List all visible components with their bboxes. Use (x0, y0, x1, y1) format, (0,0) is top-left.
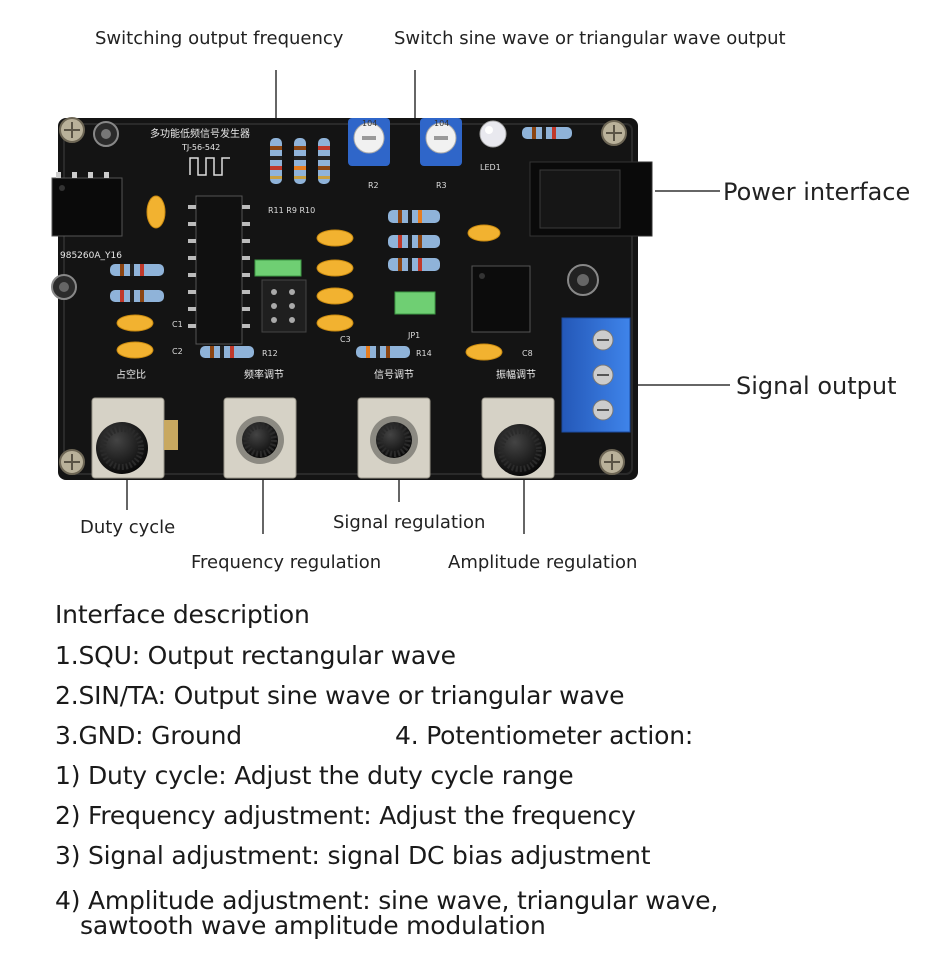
signal-potentiometer (357, 397, 431, 479)
resistor (388, 235, 440, 248)
description-heading: Interface description (55, 600, 310, 629)
jumper-cap (394, 291, 436, 315)
amplitude-potentiometer (481, 397, 555, 479)
description-line: 3) Signal adjustment: signal DC bias adj… (55, 841, 651, 870)
screw (601, 120, 627, 146)
knob-label: 信号调节 (374, 369, 414, 381)
leader-line (630, 384, 730, 386)
svg-text:R11 R9 R10: R11 R9 R10 (268, 206, 315, 215)
ic-chip (51, 172, 123, 237)
resistor (200, 346, 254, 358)
trimmer-potentiometer (348, 118, 390, 166)
resistor (318, 138, 330, 184)
resistor (388, 258, 440, 271)
leader-line (398, 478, 400, 502)
ic-chip (471, 265, 531, 333)
signal-output-callout: Signal output (736, 372, 897, 400)
knob-label: 频率调节 (244, 368, 284, 381)
duty-cycle-callout: Duty cycle (80, 517, 176, 538)
ic-chip (188, 195, 250, 345)
pcb-board: 多功能低频信号发生器 TJ-56-542 985260A_Y16 (51, 117, 653, 480)
svg-text:R14: R14 (416, 349, 432, 358)
svg-text:R3: R3 (436, 181, 447, 190)
svg-text:LED1: LED1 (480, 163, 501, 172)
resistor (110, 264, 164, 276)
electrolytic-capacitor (51, 274, 77, 300)
power-jack (529, 161, 653, 237)
leader-line (262, 478, 264, 534)
screw (59, 117, 85, 143)
resistor (388, 210, 440, 223)
power-interface-callout: Power interface (723, 178, 911, 206)
description-line: 2) Frequency adjustment: Adjust the freq… (55, 801, 636, 830)
amplitude-regulation-callout: Amplitude regulation (448, 552, 638, 573)
resistor (356, 346, 410, 358)
jumper-cap (254, 259, 302, 277)
duty-cycle-potentiometer (91, 397, 178, 479)
svg-text:R12: R12 (262, 349, 278, 358)
trimmer-potentiometer (420, 118, 462, 166)
resistor (110, 290, 164, 302)
led (479, 120, 507, 148)
knob-label: 振幅调节 (496, 368, 536, 381)
screw (599, 449, 625, 475)
board-model: TJ-56-542 (181, 143, 220, 152)
knob-label: 占空比 (116, 368, 146, 381)
switching-frequency-callout: Switching output frequency (95, 28, 344, 49)
signal-regulation-callout: Signal regulation (333, 512, 486, 533)
svg-text:R2: R2 (368, 181, 379, 190)
description-line: sawtooth wave amplitude modulation (80, 911, 546, 940)
leader-line (523, 478, 525, 534)
svg-text:C2: C2 (172, 347, 183, 356)
description-line: 2.SIN/TA: Output sine wave or triangular… (55, 681, 625, 710)
frequency-potentiometer (223, 397, 297, 479)
svg-text:JP1: JP1 (407, 331, 420, 340)
leader-line (655, 190, 720, 192)
signal-output-terminal (561, 317, 631, 433)
electrolytic-capacitor (93, 121, 119, 147)
trimmer-value: 104 (362, 119, 377, 128)
description-line: 1.SQU: Output rectangular wave (55, 641, 456, 670)
resistor (294, 138, 306, 184)
leader-line (126, 478, 128, 510)
description-line: 1) Duty cycle: Adjust the duty cycle ran… (55, 761, 574, 790)
electrolytic-capacitor (567, 264, 599, 296)
ceramic-capacitor (116, 195, 503, 361)
frequency-regulation-callout: Frequency regulation (191, 552, 382, 573)
svg-text:C1: C1 (172, 320, 183, 329)
resistor (522, 127, 572, 139)
trimmer-value: 104 (434, 119, 449, 128)
screw (59, 449, 85, 475)
switch-wave-callout: Switch sine wave or triangular wave outp… (394, 28, 786, 49)
chip-label: 985260A_Y16 (60, 251, 122, 261)
svg-text:C8: C8 (522, 349, 533, 358)
resistor (270, 138, 282, 184)
description-line: 4) Amplitude adjustment: sine wave, tria… (55, 886, 719, 915)
description-line: 4. Potentiometer action: (395, 721, 694, 750)
pin-header (261, 279, 307, 333)
board-title: 多功能低频信号发生器 (150, 127, 250, 140)
svg-text:C3: C3 (340, 335, 351, 344)
description-line: 3.GND: Ground (55, 721, 242, 750)
